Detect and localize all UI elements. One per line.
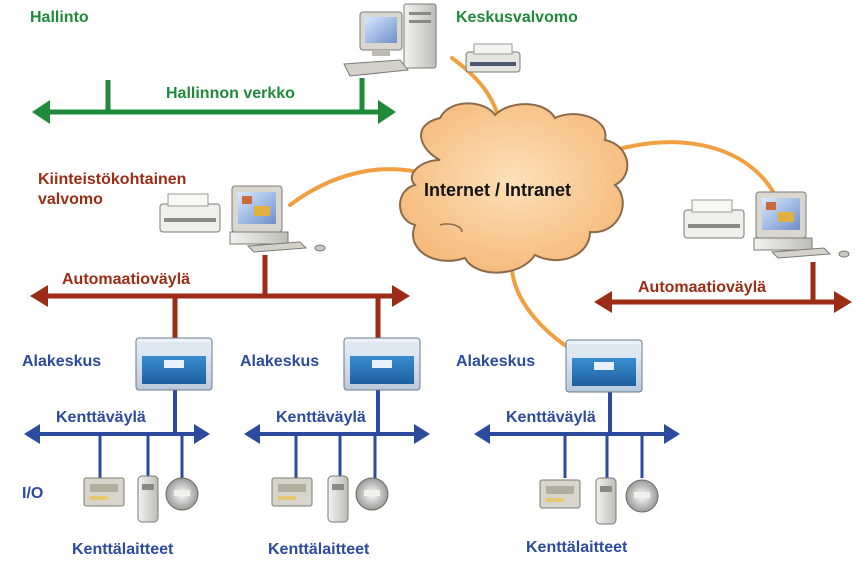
- label-kenttalaitteet-1: Kenttälaitteet: [72, 541, 174, 558]
- label-kenttavayla-1: Kenttäväylä: [56, 409, 146, 426]
- field-device-icon: [137, 475, 159, 523]
- field-device-icon: [271, 477, 313, 507]
- field-device-icon: [625, 479, 659, 513]
- link-alakeskus-3: [510, 268, 577, 354]
- label-kenttavayla-2: Kenttäväylä: [276, 409, 366, 426]
- field-bus-2: [244, 390, 430, 478]
- field-device-icon: [165, 477, 199, 511]
- field-device-icon: [83, 477, 125, 507]
- controller-icon: [565, 339, 643, 393]
- printer-icon: [159, 193, 221, 233]
- field-device-icon: [595, 477, 617, 525]
- field-device-icon: [327, 475, 349, 523]
- label-automaatio-left: Automaatioväylä: [62, 271, 191, 288]
- workstation-icon: [753, 191, 850, 259]
- label-internet: Internet / Intranet: [424, 180, 572, 200]
- field-bus-3: [474, 390, 680, 478]
- controller-icon: [135, 337, 213, 391]
- label-automaatio-right: Automaatioväylä: [638, 279, 767, 296]
- cloud-icon: [399, 102, 629, 274]
- workstation-icon: [229, 185, 326, 253]
- label-io: I/O: [22, 485, 44, 502]
- field-device-icon: [355, 477, 389, 511]
- field-bus-1: [24, 390, 210, 478]
- label-kiinteisto-line1: Kiinteistökohtainen: [38, 171, 187, 188]
- admin-network: [32, 78, 396, 124]
- printer-icon: [683, 199, 745, 239]
- automation-bus-left: [30, 255, 410, 345]
- workstation-icon: [343, 3, 437, 77]
- label-kenttavayla-3: Kenttäväylä: [506, 409, 596, 426]
- label-kenttalaitteet-2: Kenttälaitteet: [268, 541, 370, 558]
- label-hallinnon-verkko: Hallinnon verkko: [166, 85, 295, 102]
- label-alakeskus-1: Alakeskus: [22, 353, 102, 370]
- field-device-icon: [539, 479, 581, 509]
- label-alakeskus-3: Alakeskus: [456, 353, 536, 370]
- label-keskusvalvomo: Keskusvalvomo: [456, 9, 578, 26]
- label-alakeskus-2: Alakeskus: [240, 353, 320, 370]
- label-kiinteisto-line2: valvomo: [38, 191, 103, 208]
- label-hallinto: Hallinto: [30, 9, 89, 26]
- label-kenttalaitteet-3: Kenttälaitteet: [526, 539, 628, 556]
- link-kiinteisto: [288, 167, 432, 207]
- printer-icon: [465, 43, 521, 73]
- controller-icon: [343, 337, 421, 391]
- link-right-station: [613, 140, 777, 197]
- automation-bus-right: [594, 262, 852, 313]
